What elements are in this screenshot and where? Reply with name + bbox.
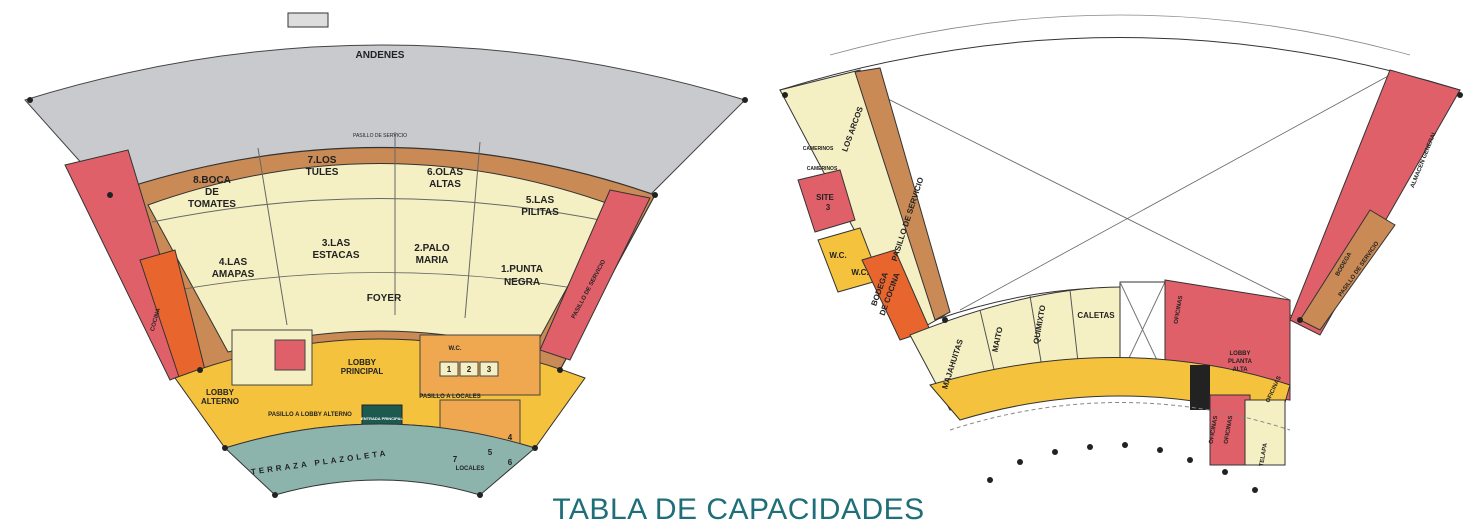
pasillo-locales-label: PASILLO A LOCALES — [419, 394, 480, 400]
salon-4-line2: AMAPAS — [212, 269, 255, 280]
local-number: 2 — [467, 365, 472, 374]
local-number: 4 — [508, 433, 513, 442]
local-number: 7 — [453, 455, 458, 464]
pasillo-servicio-left — [854, 67, 951, 321]
lobby-principal-line1: LOBBY — [348, 358, 377, 367]
salon-4-line1: 4.LAS — [219, 257, 248, 268]
lobby-principal-line2: PRINCIPAL — [341, 367, 384, 376]
caletas-label: CALETAS — [1077, 311, 1115, 320]
oficinas-label: OFICINAS — [1174, 295, 1185, 324]
salon-8-line1: 8.BOCA — [193, 175, 231, 186]
right-floor-plan: LOS ARCOS CAMERINOS CAMERINOS SITE 3 W.C… — [779, 14, 1463, 493]
salon-8-line2: DE — [205, 187, 219, 198]
salon-7-line1: 7.LOS — [308, 155, 337, 166]
andenes-label: ANDENES — [356, 50, 405, 61]
salon-7-line2: TULES — [306, 167, 339, 178]
salon-3-line2: ESTACAS — [312, 250, 359, 261]
local-numbers: 1 2 3 4 5 6 7 — [447, 365, 513, 467]
salon-8-line3: TOMATES — [188, 199, 236, 210]
camerinos-1-label: CAMERINOS — [803, 146, 834, 152]
wc-label-1: W.C. — [829, 251, 846, 260]
wc-label-left: W.C. — [449, 346, 462, 352]
locales-label: LOCALES — [456, 466, 485, 472]
oficinas-label: OFICINAS — [1209, 415, 1220, 444]
site-room — [797, 169, 856, 233]
salon-1-line2: NEGRA — [504, 277, 540, 288]
local-number: 1 — [447, 365, 452, 374]
telapa-label: TELAPA — [1259, 442, 1269, 467]
wc-label-2: W.C. — [851, 268, 868, 277]
left-floor-plan: ANDENES PASILLO DE SERVICIO 8.BOCA DE TO… — [24, 12, 748, 498]
oficinas-label: OFICINAS — [1224, 415, 1235, 444]
local-number: 5 — [488, 448, 493, 457]
camerinos-2-label: CAMERINOS — [807, 166, 838, 172]
salon-2-line1: 2.PALO — [414, 243, 450, 254]
lobby-alterno-line1: LOBBY — [206, 388, 235, 397]
top-small-box — [287, 12, 329, 28]
foyer-label: FOYER — [367, 293, 402, 304]
lobby-planta-alta-line3: ALTA — [1232, 367, 1248, 373]
caption-title: TABLA DE CAPACIDADES — [552, 493, 925, 521]
salon-2-line2: MARIA — [416, 255, 449, 266]
salon-1-line1: 1.PUNTA — [501, 264, 543, 275]
site-line1: SITE — [816, 193, 834, 202]
lobby-planta-alta-line1: LOBBY — [1230, 351, 1251, 357]
pasillo-servicio-top-label: PASILLO DE SERVICIO — [353, 133, 407, 139]
site-line2: 3 — [826, 203, 831, 212]
lobby-planta-alta-line2: PLANTA — [1228, 359, 1253, 365]
lobby-alterno-line2: ALTERNO — [201, 397, 239, 406]
local-number: 3 — [487, 365, 492, 374]
pasillo-servicio-right — [1299, 209, 1396, 331]
salon-3-line1: 3.LAS — [322, 238, 351, 249]
salon-5-line1: 5.LAS — [526, 195, 555, 206]
salon-5-line2: PILITAS — [521, 207, 559, 218]
entrada-label: ENTRADA PRINCIPAL — [361, 416, 403, 421]
pasillo-lobby-alterno-label: PASILLO A LOBBY ALTERNO — [268, 412, 352, 418]
salon-6-line1: 6.OLAS — [427, 167, 463, 178]
salon-6-line2: ALTAS — [429, 179, 461, 190]
right-service-wing — [539, 189, 651, 361]
local-number: 6 — [508, 458, 513, 467]
